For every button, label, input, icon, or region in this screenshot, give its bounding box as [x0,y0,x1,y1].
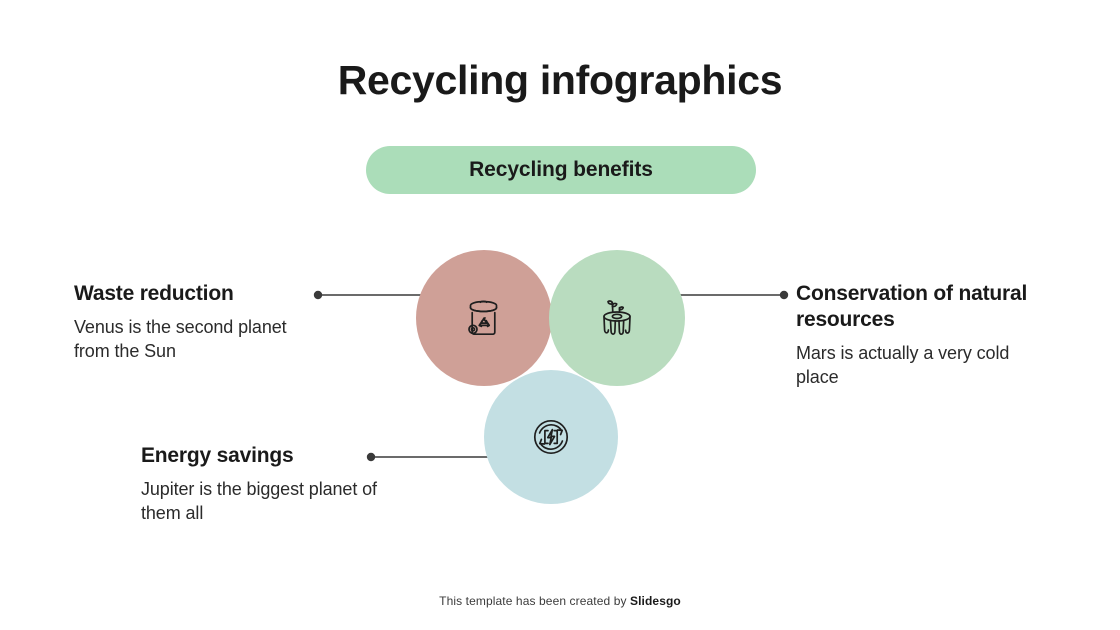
recycling-bin-icon [468,300,498,336]
subtitle-pill: Recycling benefits [366,146,756,194]
circle-waste-reduction[interactable] [416,250,552,386]
energy-recycle-icon [533,419,569,455]
info-block-conservation-of-natural-resources: Conservation of natural resources Mars i… [796,281,1040,390]
circle-energy-savings[interactable] [484,370,618,504]
subtitle-pill-label: Recycling benefits [469,158,653,181]
info-body-conservation: Mars is actually a very cold place [796,343,1010,387]
tree-stump-sprout-icon [603,300,631,336]
page-title: Recycling infographics [337,57,783,103]
info-heading-energy-savings: Energy savings [141,444,294,467]
footer-credit: This template has been created by Slides… [0,594,1120,608]
footer-credit-text: This template has been created by [439,594,631,608]
info-body-energy-savings: Jupiter is the biggest planet of them al… [141,479,377,523]
info-heading-waste-reduction: Waste reduction [74,282,234,305]
info-heading-conservation: Conservation of natural resources [796,282,1028,332]
circle-conservation-of-natural-resources[interactable] [549,250,685,386]
info-block-waste-reduction: Waste reduction Venus is the second plan… [74,281,310,364]
info-body-waste-reduction: Venus is the second planet from the Sun [74,317,287,361]
footer-credit-brand[interactable]: Slidesgo [630,594,681,608]
info-block-energy-savings: Energy savings Jupiter is the biggest pl… [141,443,385,526]
